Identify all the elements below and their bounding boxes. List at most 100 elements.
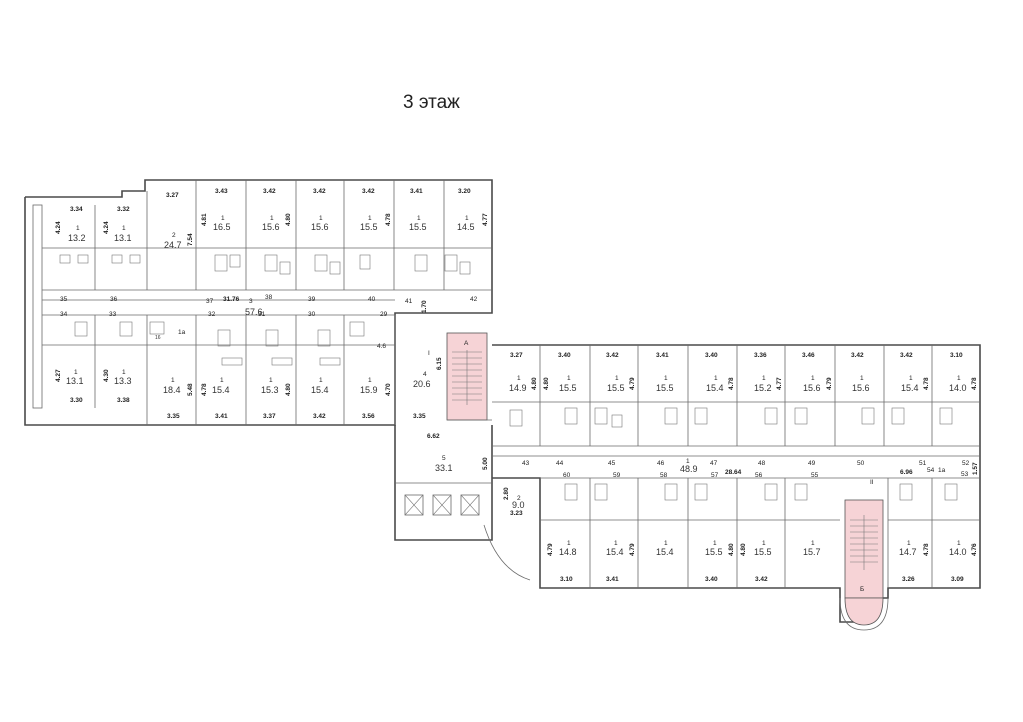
height: 3.41	[606, 576, 619, 583]
east-top-heights: 3.27 3.40 3.42 3.41 3.40 3.36 3.46 3.42 …	[510, 352, 963, 359]
room-num: 1	[417, 215, 421, 222]
corridor-num: 30	[308, 311, 316, 318]
east-bottom-side-dims: 4.79 4.79 4.80 4.80 4.78 4.76	[547, 543, 978, 556]
height: 3.42	[313, 413, 326, 420]
east-wing-grid	[492, 345, 980, 588]
corridor-num: 59	[613, 472, 621, 479]
dim: 5.00	[482, 457, 489, 470]
corridor-num: 44	[556, 460, 564, 467]
height: 3.27	[510, 352, 523, 359]
room-area: 15.9	[360, 385, 378, 395]
room-area: 13.3	[114, 376, 132, 386]
room-area: 33.1	[435, 463, 453, 473]
height: 3.38	[117, 397, 130, 404]
corridor-num: 33	[109, 311, 117, 318]
room-area: 9.0	[512, 500, 525, 510]
corridor-num: 47	[710, 460, 718, 467]
height: 3.56	[362, 413, 375, 420]
corridor-num: 48	[758, 460, 766, 467]
side-dim: 4.79	[629, 377, 636, 390]
room-area: 15.5	[409, 222, 427, 232]
corridor-num: 55	[811, 472, 819, 479]
west-top-height-6: 3.42	[313, 188, 326, 195]
room-area: 14.5	[457, 222, 475, 232]
west-wing-outline	[24, 179, 493, 426]
room-num: 1	[614, 540, 618, 547]
side-dim: 4.78	[385, 213, 392, 226]
corridor-area: 57.6	[245, 307, 263, 317]
height: 3.35	[167, 413, 180, 420]
corridor-width: 1.70	[421, 300, 428, 313]
room-area: 15.6	[852, 383, 870, 393]
central-block-outline	[394, 425, 493, 541]
height: 3.26	[902, 576, 915, 583]
room-area: 15.4	[606, 547, 624, 557]
stair-a-steps	[452, 350, 482, 405]
west-bottom-rooms: 1 13.1 1 13.3 1 18.4 1 15.4 1 15.3 1 15.…	[66, 369, 431, 395]
room-num: 1	[615, 375, 619, 382]
corridor-num: 45	[608, 460, 616, 467]
room-area: 15.5	[705, 547, 723, 557]
west-top-side-dims: 4.24 4.24 7.54 4.81 4.80 4.78 4.77	[55, 213, 489, 246]
corridor-num: 49	[808, 460, 816, 467]
room-num: 4	[423, 371, 427, 378]
west-top-row	[42, 180, 492, 316]
corridor-num: 31	[258, 311, 266, 318]
room-num: 2	[172, 232, 176, 239]
west-top-height-3: 3.27	[166, 192, 179, 199]
room-num: 1	[269, 377, 273, 384]
height: 3.30	[70, 397, 83, 404]
room-area: 20.6	[413, 379, 431, 389]
corridor-num: 42	[470, 296, 478, 303]
room-num: 1	[368, 377, 372, 384]
central-curved-wall	[483, 524, 531, 581]
stair-b-steps	[850, 515, 878, 570]
corridor-num: 43	[522, 460, 530, 467]
east-fixtures	[509, 407, 958, 501]
roman-label: II	[870, 479, 874, 486]
corridor-num: 53	[961, 471, 969, 478]
room-num: 1	[74, 369, 78, 376]
room-num: 1	[171, 377, 175, 384]
room-num: 1	[762, 375, 766, 382]
height: 3.37	[263, 413, 276, 420]
room-area: 15.5	[656, 383, 674, 393]
west-top-height-8: 3.41	[410, 188, 423, 195]
room-num: 2	[517, 495, 521, 502]
room-num: 1	[909, 375, 913, 382]
room-num: 1	[567, 375, 571, 382]
side-dim: 4.77	[482, 213, 489, 226]
room-area: 15.3	[261, 385, 279, 395]
east-corridor: 43 44 45 46 47 48 49 50 51 52 60 59 58 5…	[522, 458, 979, 486]
room-area: 15.7	[803, 547, 821, 557]
room-area: 15.5	[360, 222, 378, 232]
east-bottom-heights: 3.10 3.41 3.40 3.42 3.26 3.09	[560, 576, 964, 583]
room-small: 4.6	[377, 343, 386, 350]
corridor-room-num: 3	[249, 298, 253, 305]
west-bottom-side-dims: 4.27 4.30 5.48 4.78 4.80 4.70	[55, 369, 392, 396]
dim: 6.62	[427, 433, 440, 440]
corridor-num: 56	[755, 472, 763, 479]
height: 3.46	[802, 352, 815, 359]
height: 3.09	[951, 576, 964, 583]
room-area: 13.1	[114, 233, 132, 243]
west-top-height-2: 3.32	[117, 206, 130, 213]
height: 3.40	[705, 352, 718, 359]
corridor-num: 54	[927, 467, 935, 474]
room-num: 1	[811, 540, 815, 547]
height: 3.41	[215, 413, 228, 420]
corridor-num: 50	[857, 460, 865, 467]
corridor-room-num: 1	[686, 458, 690, 465]
side-dim: 4.80	[740, 543, 747, 556]
height: 3.41	[656, 352, 669, 359]
stair-b-curve	[839, 597, 889, 631]
side-dim: 4.81	[201, 213, 208, 226]
side-dim: 4.77	[776, 377, 783, 390]
room-num: 1	[122, 369, 126, 376]
height: 3.40	[705, 576, 718, 583]
room-area: 16.5	[213, 222, 231, 232]
room-area: 15.4	[656, 547, 674, 557]
room-num: 1	[517, 375, 521, 382]
room-area: 15.6	[262, 222, 280, 232]
room-area: 15.4	[706, 383, 724, 393]
